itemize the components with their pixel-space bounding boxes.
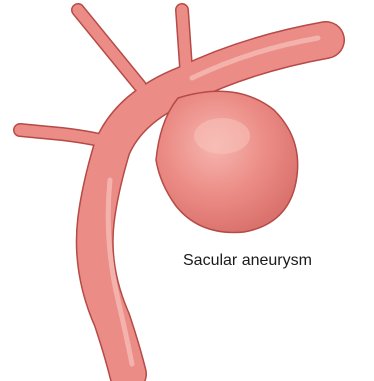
left-common-carotid [78,10,140,86]
aneurysm-sac [156,91,298,232]
aneurysm-label: Sacular aneurysm [183,251,312,271]
aneurysm-sac-shape [156,91,298,232]
aneurysm-highlight [194,118,250,154]
